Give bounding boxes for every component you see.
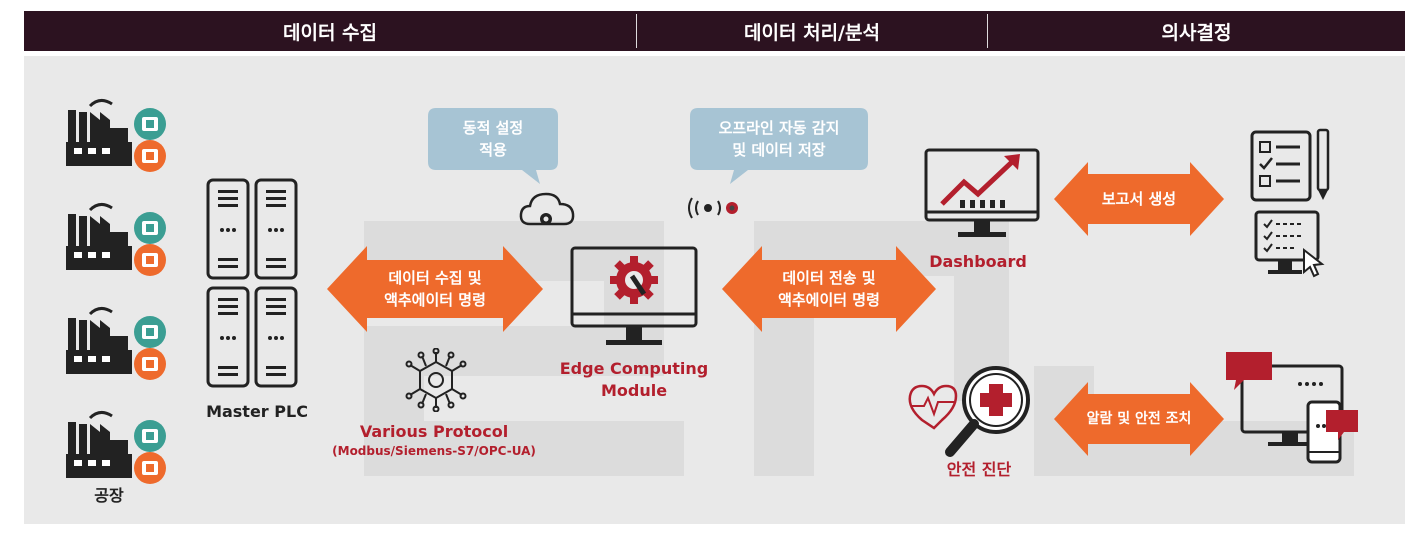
section-header: 데이터 수집 데이터 처리/분석 의사결정 [24, 11, 1405, 51]
report-arrow-label: 보고서 생성 [1101, 190, 1177, 208]
protocol-title: Various Protocol [359, 422, 509, 441]
offline-detect-bubble [690, 108, 868, 184]
factory-icon [66, 306, 168, 382]
protocol-subtitle: (Modbus/Siemens-S7/OPC-UA) [332, 444, 536, 458]
monitor-checklist-icon [1254, 210, 1325, 278]
wireless-signal-icon [688, 197, 738, 219]
cloud-gear-icon [519, 192, 575, 226]
header-decision: 의사결정 [1161, 21, 1232, 44]
alarm-arrow [1054, 382, 1224, 456]
checklist-pen-icon [1250, 128, 1330, 202]
safety-diagnosis-label: 안전 진단 [946, 460, 1012, 479]
alarm-arrow-label: 알람 및 안전 조치 [1086, 411, 1192, 427]
header-divider [636, 14, 637, 48]
collect-arrow [327, 246, 543, 332]
factory-icon [66, 202, 168, 278]
server-rack-icon [206, 178, 298, 388]
chat-devices-icon [1226, 352, 1358, 464]
report-arrow [1054, 162, 1224, 236]
factory-icons [66, 98, 168, 486]
header-divider [987, 14, 988, 48]
master-plc-label: Master PLC [206, 402, 308, 421]
header-data-processing: 데이터 처리/분석 [744, 21, 880, 44]
factory-icon [66, 98, 168, 174]
factory-icon [66, 410, 168, 486]
transfer-arrow [722, 246, 936, 332]
heartbeat-icon [908, 384, 958, 430]
safety-diagnosis-icon [908, 366, 1030, 457]
dashboard-label: Dashboard [929, 252, 1027, 271]
edge-monitor-gear-icon [570, 246, 698, 345]
dashboard-chart-icon [924, 148, 1040, 237]
protocol-chip-icon [405, 348, 467, 412]
dynamic-config-bubble [428, 108, 558, 184]
factory-label: 공장 [94, 486, 124, 505]
magnifier-cross-icon [945, 366, 1030, 457]
header-data-collection: 데이터 수집 [282, 21, 377, 44]
